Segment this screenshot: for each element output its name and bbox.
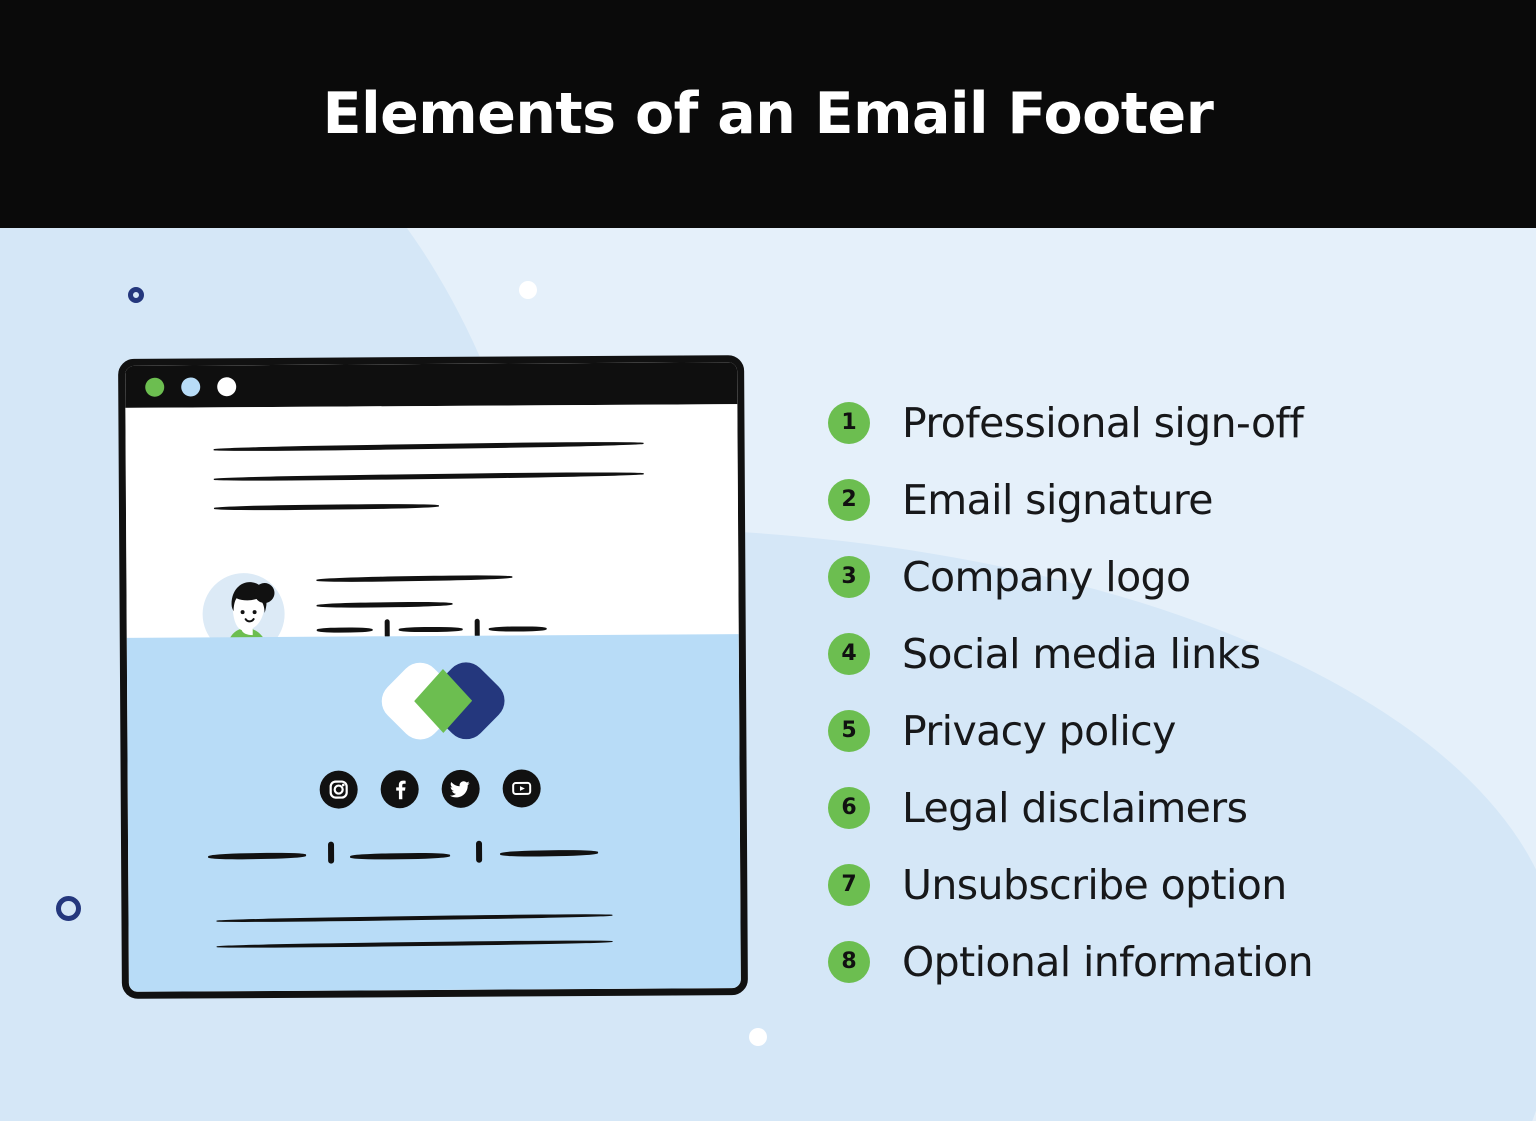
decor-ring-large (56, 896, 81, 921)
list-item[interactable]: 6 Legal disclaimers (828, 769, 1468, 846)
email-footer-elements-list: 1 Professional sign-off 2 Email signatur… (828, 384, 1468, 1000)
company-logo (373, 654, 513, 748)
decor-ring-small (128, 287, 144, 303)
list-number-badge: 7 (828, 863, 870, 906)
list-item[interactable]: 3 Company logo (828, 538, 1468, 615)
list-number-badge: 1 (828, 401, 870, 444)
signature-line-1 (316, 574, 513, 583)
signature-line-2 (316, 601, 453, 609)
list-item-label: Professional sign-off (902, 398, 1304, 447)
list-item-label: Social media links (902, 629, 1261, 678)
window-dot-green[interactable] (145, 377, 165, 397)
list-item[interactable]: 1 Professional sign-off (828, 384, 1468, 461)
list-number-badge: 6 (828, 786, 870, 829)
instagram-icon[interactable] (319, 770, 358, 809)
window-dot-white[interactable] (217, 376, 237, 396)
list-number-badge: 3 (828, 555, 870, 598)
window-titlebar (125, 362, 738, 408)
decor-dot-white-top (519, 281, 537, 299)
sig-link-2 (398, 626, 463, 633)
list-item[interactable]: 8 Optional information (828, 923, 1468, 1000)
body-line-2 (213, 471, 644, 482)
list-item[interactable]: 5 Privacy policy (828, 692, 1468, 769)
list-item-label: Privacy policy (902, 706, 1176, 755)
list-item[interactable]: 2 Email signature (828, 461, 1468, 538)
header-band: Elements of an Email Footer (0, 0, 1536, 228)
sig-link-3 (488, 626, 547, 632)
footer-divider-1 (328, 841, 335, 864)
social-links-row (319, 769, 541, 809)
facebook-icon[interactable] (380, 770, 419, 809)
list-number-badge: 4 (828, 632, 870, 675)
list-item-label: Email signature (902, 475, 1214, 524)
footer-divider-2 (476, 840, 483, 863)
list-number-badge: 2 (828, 478, 870, 521)
list-item[interactable]: 4 Social media links (828, 615, 1468, 692)
body-line-3 (213, 503, 439, 511)
list-item[interactable]: 7 Unsubscribe option (828, 846, 1468, 923)
window-dot-blue[interactable] (181, 376, 201, 397)
list-item-label: Optional information (902, 937, 1314, 986)
page-title: Elements of an Email Footer (322, 80, 1214, 147)
youtube-icon[interactable] (502, 769, 541, 808)
body-line-1 (213, 440, 644, 453)
list-item-label: Company logo (902, 552, 1191, 601)
sig-link-1 (316, 627, 373, 633)
list-number-badge: 8 (828, 940, 870, 983)
twitter-icon[interactable] (441, 769, 480, 808)
list-number-badge: 5 (828, 709, 870, 752)
list-item-label: Legal disclaimers (902, 783, 1248, 832)
decor-dot-white-bottom (749, 1028, 767, 1046)
list-item-label: Unsubscribe option (902, 860, 1287, 909)
email-mockup-window (118, 355, 748, 999)
email-body-panel (125, 404, 739, 656)
